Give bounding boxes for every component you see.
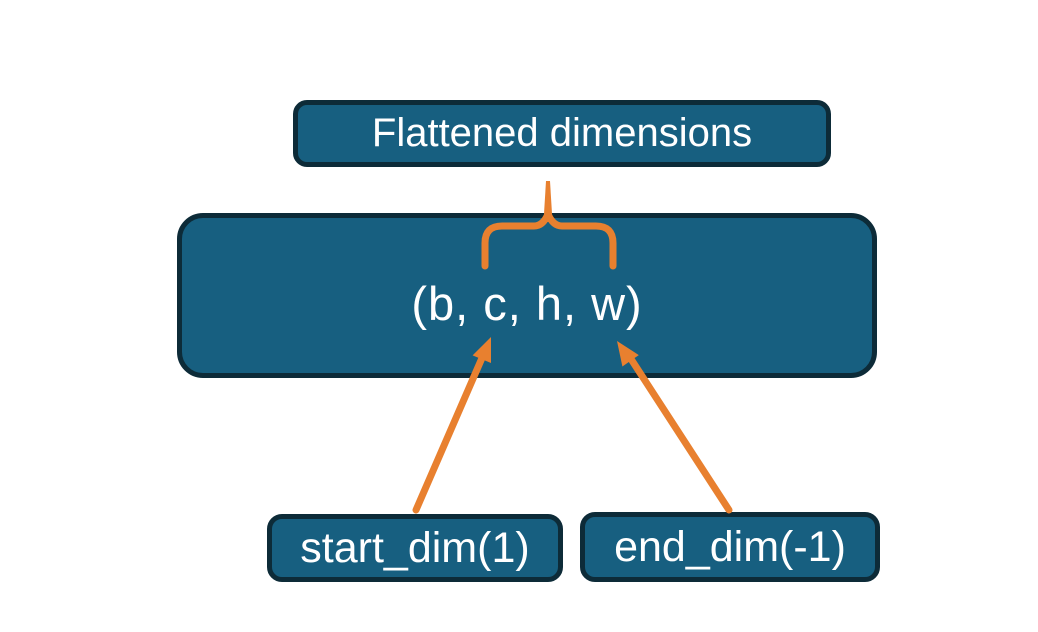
start-dim-label: start_dim(1) xyxy=(300,523,530,572)
flattened-dimensions-label: Flattened dimensions xyxy=(371,111,753,155)
tensor-shape-label: (b, c, h, w) xyxy=(411,277,643,330)
start-dim-box: start_dim(1) xyxy=(267,514,563,582)
end-dim-label: end_dim(-1) xyxy=(614,522,846,571)
tensor-shape-box: (b, c, h, w) xyxy=(177,213,877,378)
flattened-dimensions-box: Flattened dimensions xyxy=(293,100,831,167)
end-dim-box: end_dim(-1) xyxy=(580,512,880,582)
